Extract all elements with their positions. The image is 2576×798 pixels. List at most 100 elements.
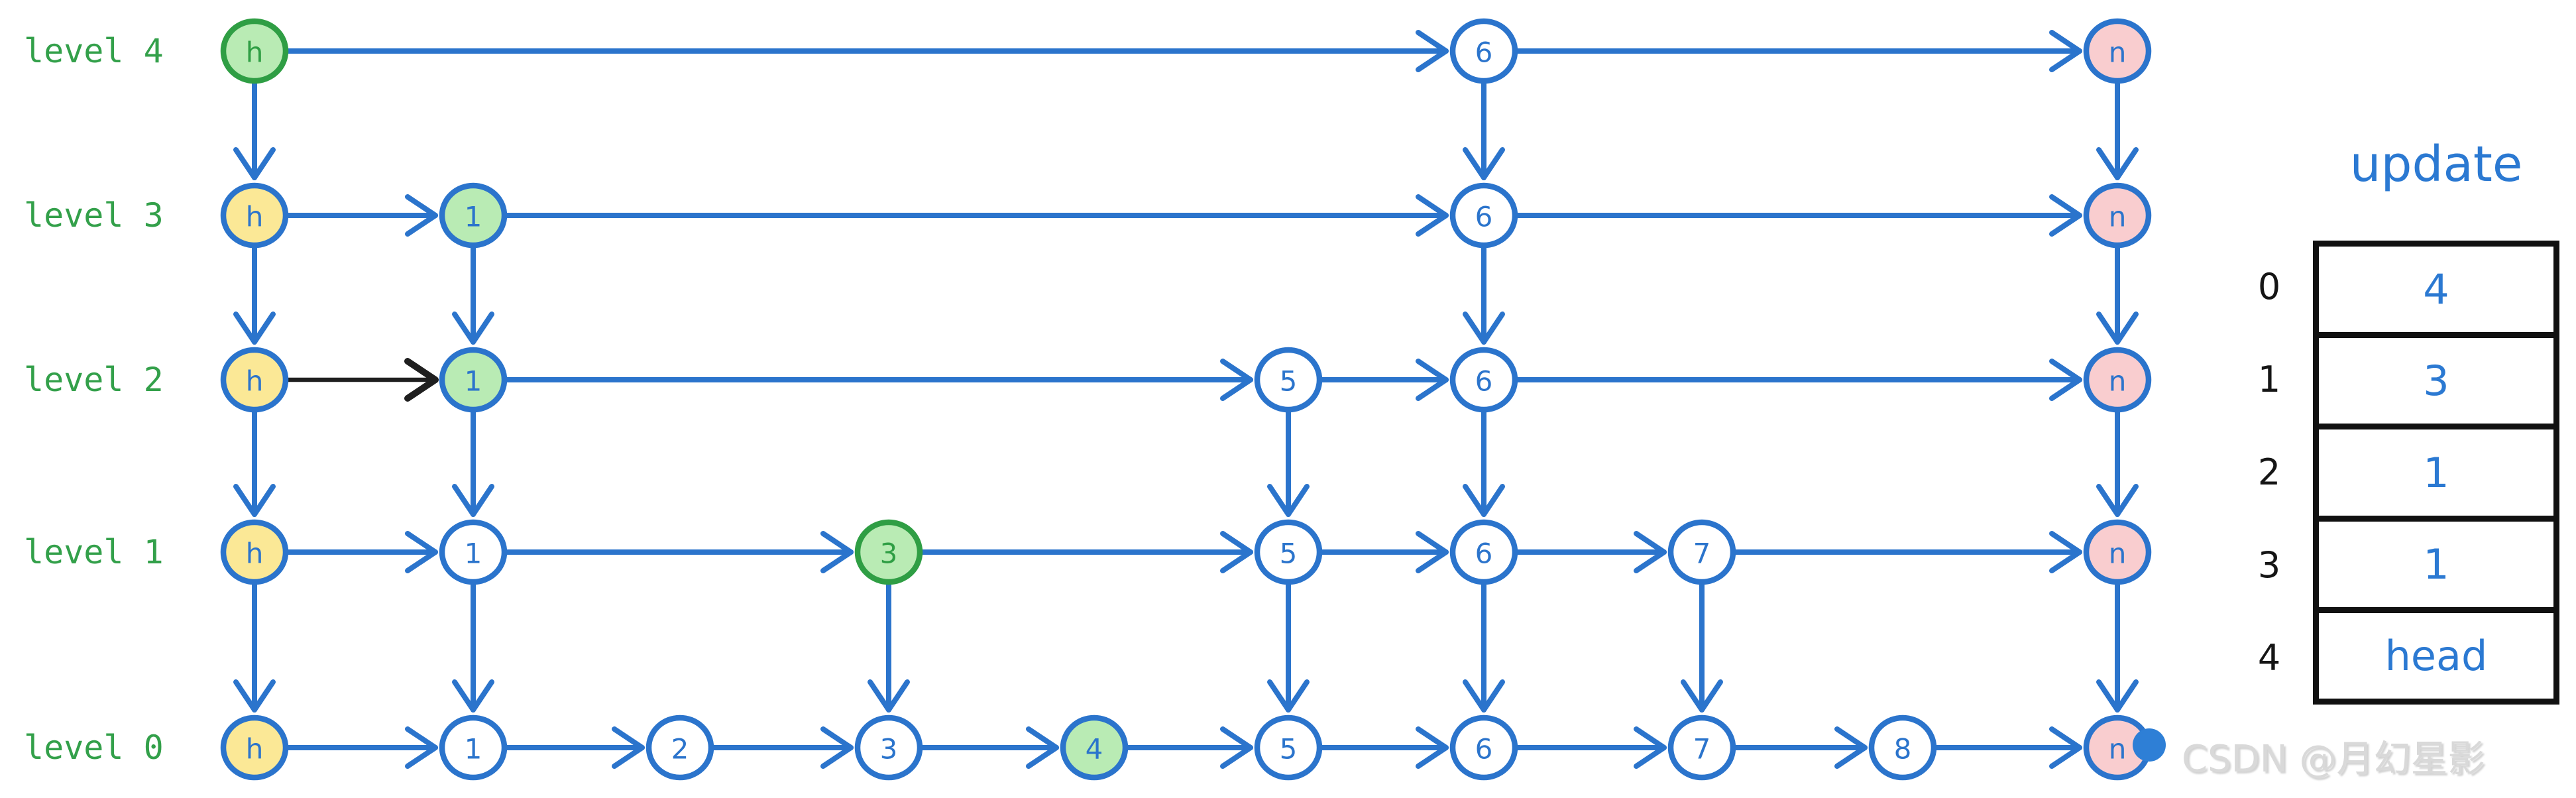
node-label: h (246, 733, 264, 766)
node-label: h (246, 538, 264, 570)
update-index-2: 2 (2257, 451, 2281, 493)
node-level1-1: 1 (439, 519, 508, 585)
node-level1-7: 7 (1667, 519, 1736, 585)
node-circle (1449, 347, 1518, 413)
node-label: 2 (671, 733, 689, 766)
node-level2-5: 5 (1254, 347, 1323, 413)
node-circle (1449, 519, 1518, 585)
update-index-0: 0 (2257, 266, 2281, 308)
node-label: 3 (880, 733, 898, 766)
node-level1-6: 6 (1449, 519, 1518, 585)
node-label: 4 (1086, 733, 1103, 766)
node-label: 7 (1693, 538, 1711, 570)
node-circle (1254, 347, 1323, 413)
node-level2-n: n (2083, 347, 2152, 413)
csdn-logo-icon (2133, 728, 2166, 762)
update-value-3: 1 (2423, 540, 2449, 589)
node-level1-5: 5 (1254, 519, 1323, 585)
update-row-1: 3 (2319, 338, 2553, 430)
node-circle (1667, 714, 1736, 781)
update-value-0: 4 (2423, 265, 2449, 314)
node-label: 5 (1280, 733, 1298, 766)
node-circle (220, 18, 289, 84)
node-circle (220, 182, 289, 249)
node-circle (1449, 714, 1518, 781)
node-level2-1: 1 (439, 347, 508, 413)
node-circle (2083, 519, 2152, 585)
node-label: 6 (1475, 36, 1493, 69)
node-label: n (2109, 201, 2127, 233)
node-circle (1254, 519, 1323, 585)
node-label: n (2109, 538, 2127, 570)
node-level0-h: h (220, 714, 289, 781)
node-label: n (2109, 36, 2127, 69)
node-circle (1449, 18, 1518, 84)
node-level0-8: 8 (1868, 714, 1937, 781)
node-circle (854, 519, 923, 585)
update-value-4: head (2384, 631, 2488, 680)
node-level1-h: h (220, 519, 289, 585)
node-label: 5 (1280, 365, 1298, 398)
node-level0-2: 2 (645, 714, 714, 781)
update-row-3: 1 (2319, 522, 2553, 613)
node-label: h (246, 365, 264, 398)
node-level2-h: h (220, 347, 289, 413)
level-label-1: level 1 (24, 533, 164, 571)
node-label: 6 (1475, 201, 1493, 233)
node-level4-n: n (2083, 18, 2152, 84)
update-value-2: 1 (2423, 448, 2449, 497)
update-value-1: 3 (2423, 357, 2449, 406)
update-table: 4 3 1 1 head (2313, 241, 2559, 705)
level-label-0: level 0 (24, 728, 164, 767)
node-label: 7 (1693, 733, 1711, 766)
node-label: 3 (880, 538, 898, 570)
node-level3-h: h (220, 182, 289, 249)
node-label: 1 (465, 201, 482, 233)
update-table-title: update (2349, 136, 2523, 193)
node-label: 5 (1280, 538, 1298, 570)
node-circle (1449, 182, 1518, 249)
node-label: n (2109, 733, 2127, 766)
node-circle (439, 714, 508, 781)
node-level3-n: n (2083, 182, 2152, 249)
node-level1-n: n (2083, 519, 2152, 585)
node-level2-6: 6 (1449, 347, 1518, 413)
node-label: 1 (465, 365, 482, 398)
node-circle (1060, 714, 1129, 781)
node-level3-1: 1 (439, 182, 508, 249)
node-level0-7: 7 (1667, 714, 1736, 781)
node-circle (1868, 714, 1937, 781)
node-label: h (246, 36, 264, 69)
node-circle (439, 519, 508, 585)
node-label: 6 (1475, 538, 1493, 570)
node-level4-6: 6 (1449, 18, 1518, 84)
node-level1-3: 3 (854, 519, 923, 585)
node-label: n (2109, 365, 2127, 398)
node-label: 8 (1894, 733, 1912, 766)
node-level0-5: 5 (1254, 714, 1323, 781)
update-row-2: 1 (2319, 429, 2553, 522)
node-circle (1667, 519, 1736, 585)
update-index-3: 3 (2257, 544, 2281, 586)
node-circle (220, 714, 289, 781)
update-row-0: 4 (2319, 247, 2553, 339)
node-circle (439, 347, 508, 413)
node-circle (2083, 182, 2152, 249)
node-circle (2083, 347, 2152, 413)
update-index-4: 4 (2257, 637, 2281, 679)
node-circle (220, 519, 289, 585)
node-level3-6: 6 (1449, 182, 1518, 249)
node-circle (1254, 714, 1323, 781)
node-circle (645, 714, 714, 781)
level-label-3: level 3 (24, 196, 164, 235)
node-level0-1: 1 (439, 714, 508, 781)
level-label-2: level 2 (24, 361, 164, 399)
node-circle (2083, 18, 2152, 84)
node-label: 6 (1475, 365, 1493, 398)
node-level0-3: 3 (854, 714, 923, 781)
node-circle (854, 714, 923, 781)
node-level4-h: h (220, 18, 289, 84)
level-label-4: level 4 (24, 32, 164, 70)
